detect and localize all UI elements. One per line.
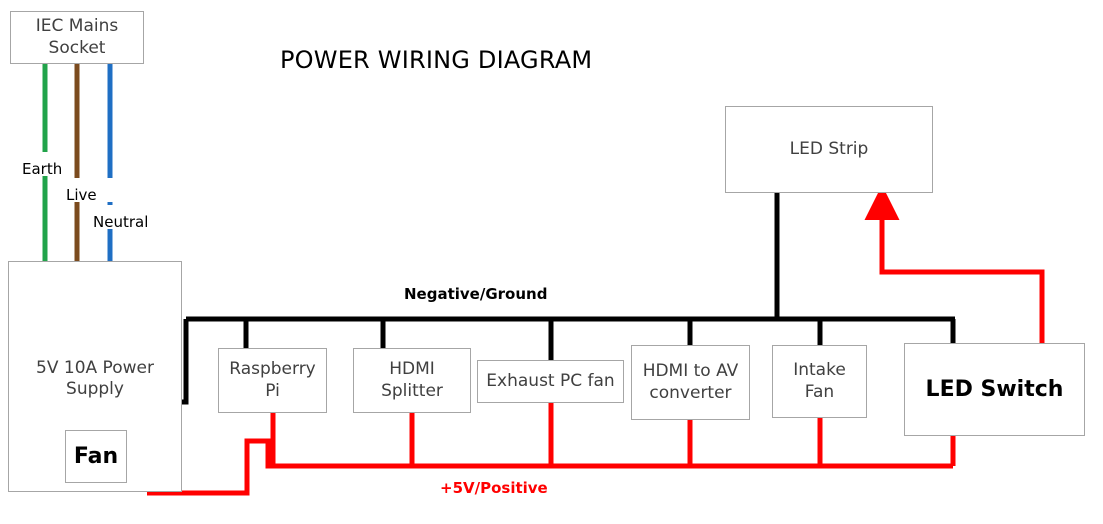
positive-bus-label: +5V/Positive — [440, 479, 548, 497]
negative-ground-bus-label: Negative/Ground — [404, 285, 548, 303]
neutral-wire-label: Neutral — [93, 213, 149, 231]
node-fan[interactable]: Fan — [65, 430, 127, 483]
node-hdmi-to-av-converter[interactable]: HDMI to AV converter — [631, 345, 750, 420]
node-intake-fan[interactable]: Intake Fan — [772, 345, 867, 418]
node-label-intake-fan: Intake Fan — [793, 360, 846, 402]
page-title: POWER WIRING DIAGRAM — [280, 46, 593, 74]
node-led-switch[interactable]: LED Switch — [904, 343, 1085, 436]
positive-wire-led-switch-to-led-strip — [864, 185, 1045, 345]
live-wire-label: Live — [66, 186, 97, 204]
node-label-iec-mains-socket: IEC Mains Socket — [35, 16, 119, 58]
node-label-led-strip: LED Strip — [789, 138, 869, 159]
node-label-exhaust-pc-fan: Exhaust PC fan — [486, 370, 615, 391]
node-label-hdmi-splitter: HDMI Splitter — [381, 359, 443, 401]
node-led-strip[interactable]: LED Strip — [725, 106, 933, 193]
positive-bus-main — [147, 438, 953, 496]
node-exhaust-pc-fan[interactable]: Exhaust PC fan — [477, 360, 624, 403]
node-raspberry-pi[interactable]: Raspberry Pi — [218, 348, 327, 413]
node-label-hdmi-to-av-converter: HDMI to AV converter — [642, 361, 739, 403]
node-iec-mains-socket[interactable]: IEC Mains Socket — [10, 11, 144, 64]
node-label-power-supply: 5V 10A Power Supply — [36, 358, 154, 400]
node-label-fan: Fan — [73, 443, 119, 469]
node-label-raspberry-pi: Raspberry Pi — [229, 359, 316, 401]
node-hdmi-splitter[interactable]: HDMI Splitter — [353, 348, 471, 413]
node-label-led-switch: LED Switch — [925, 376, 1064, 402]
earth-wire-label: Earth — [22, 160, 63, 178]
